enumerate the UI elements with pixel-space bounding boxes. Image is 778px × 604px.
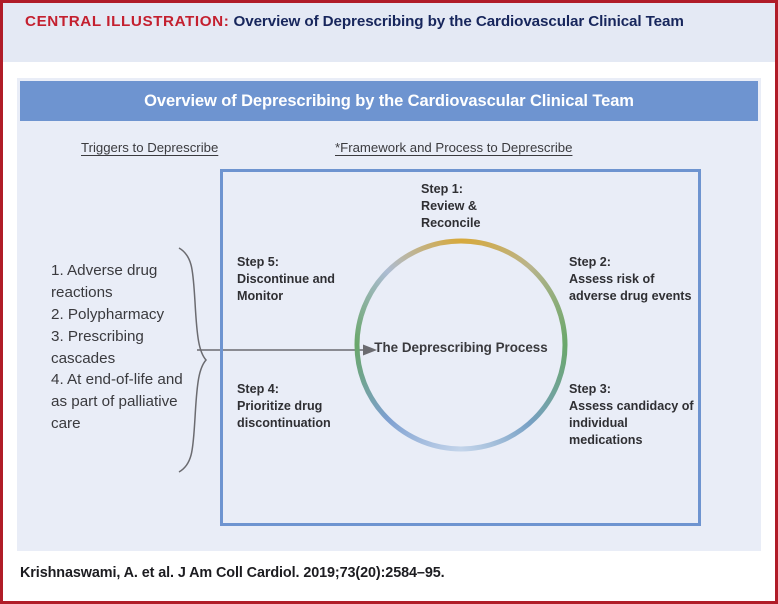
step-4-heading: Step 4: [237, 382, 279, 396]
flow-arrow-icon [197, 344, 377, 356]
step-1-label: Step 1: Review & Reconcile [421, 181, 536, 232]
illustration-title-bar: Overview of Deprescribing by the Cardiov… [20, 81, 758, 121]
illustration-title-text: Overview of Deprescribing by the Cardiov… [144, 91, 634, 110]
step-2-heading: Step 2: [569, 255, 611, 269]
framework-box [220, 169, 701, 526]
header-title-text: Overview of Deprescribing by the Cardiov… [229, 13, 684, 30]
deprescribing-cycle-ring [354, 238, 568, 452]
figure-header: CENTRAL ILLUSTRATION: Overview of Depres… [3, 3, 775, 62]
step-2-body: Assess risk of adverse drug events [569, 271, 692, 303]
illustration-panel: Overview of Deprescribing by the Cardiov… [17, 78, 761, 551]
step-2-label: Step 2: Assess risk of adverse drug even… [569, 254, 694, 305]
step-5-body: Discontinue and Monitor [237, 271, 335, 303]
trigger-item: 4. At end-of-life and as part of palliat… [51, 371, 183, 433]
triggers-section-label: Triggers to Deprescribe [81, 140, 219, 155]
cycle-center-label: The Deprescribing Process [374, 340, 548, 355]
trigger-item: 3. Prescribing cascades [51, 327, 144, 367]
step-5-label: Step 5: Discontinue and Monitor [237, 254, 357, 305]
central-illustration-kicker: CENTRAL ILLUSTRATION: [25, 13, 230, 30]
step-5-heading: Step 5: [237, 255, 279, 269]
step-4-body: Prioritize drug discontinuation [237, 398, 331, 430]
triggers-list: 1. Adverse drug reactions 2. Polypharmac… [51, 260, 193, 435]
step-4-label: Step 4: Prioritize drug discontinuation [237, 381, 362, 432]
framework-section-label: *Framework and Process to Deprescribe [335, 140, 573, 155]
step-3-heading: Step 3: [569, 382, 611, 396]
trigger-item: 1. Adverse drug reactions [51, 262, 158, 301]
step-1-body: Review & Reconcile [421, 198, 481, 230]
step-1-heading: Step 1: [421, 182, 463, 196]
header-title-line: CENTRAL ILLUSTRATION: Overview of Depres… [25, 12, 753, 32]
step-3-body: Assess candidacy of individual medicatio… [569, 398, 694, 447]
step-3-label: Step 3: Assess candidacy of individual m… [569, 381, 701, 449]
curly-brace-icon [178, 247, 207, 473]
citation-text: Krishnaswami, A. et al. J Am Coll Cardio… [20, 565, 445, 581]
trigger-item: 2. Polypharmacy [51, 305, 165, 323]
